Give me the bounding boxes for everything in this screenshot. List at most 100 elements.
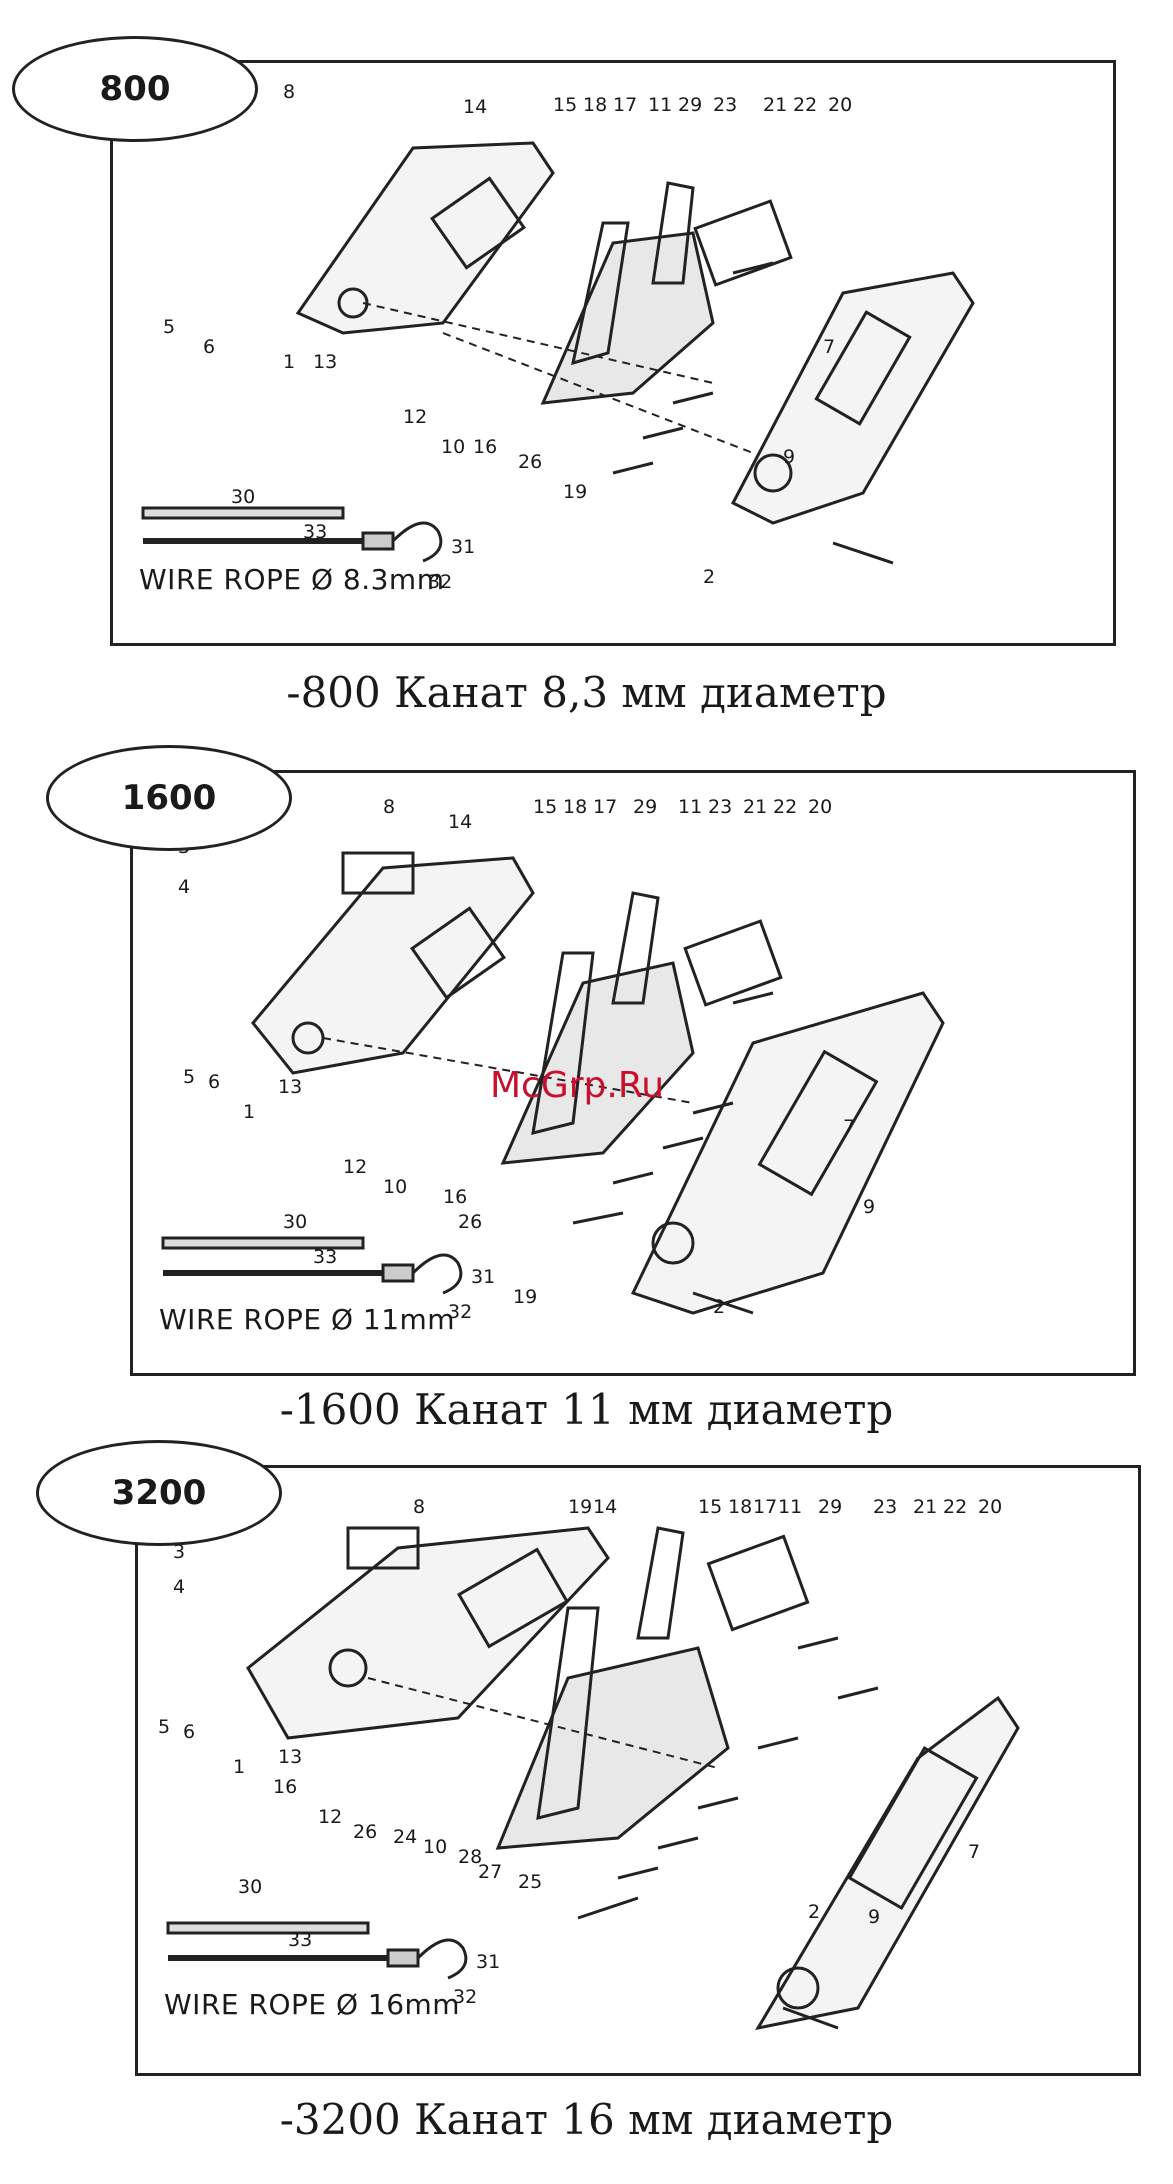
svg-text:5: 5 — [183, 1066, 195, 1088]
svg-text:17: 17 — [593, 796, 617, 818]
wire-rope-label: WIRE ROPE Ø 11mm — [159, 1303, 456, 1336]
svg-text:11: 11 — [778, 1496, 802, 1518]
caption-1600: -1600 Канат 11 мм диаметр — [279, 1385, 894, 1434]
svg-text:12: 12 — [318, 1806, 342, 1828]
svg-text:21: 21 — [743, 796, 767, 818]
svg-text:19: 19 — [568, 1496, 592, 1518]
watermark: McGrp.Ru — [490, 1065, 665, 1106]
svg-text:22: 22 — [793, 94, 817, 116]
svg-text:16: 16 — [443, 1186, 467, 1208]
svg-text:18: 18 — [583, 94, 607, 116]
svg-text:29: 29 — [678, 94, 702, 116]
svg-text:33: 33 — [303, 521, 327, 543]
svg-text:6: 6 — [183, 1721, 195, 1743]
svg-text:14: 14 — [463, 96, 487, 118]
svg-text:31: 31 — [471, 1266, 495, 1288]
svg-text:17: 17 — [753, 1496, 777, 1518]
svg-text:5: 5 — [158, 1716, 170, 1738]
svg-text:21: 21 — [763, 94, 787, 116]
svg-text:26: 26 — [353, 1821, 377, 1843]
svg-text:33: 33 — [288, 1929, 312, 1951]
svg-text:7: 7 — [843, 1116, 855, 1138]
svg-text:31: 31 — [476, 1951, 500, 1973]
svg-text:12: 12 — [343, 1156, 367, 1178]
svg-text:9: 9 — [783, 446, 795, 468]
svg-text:10: 10 — [441, 436, 465, 458]
wire-rope-label: WIRE ROPE Ø 8.3mm — [139, 563, 445, 596]
svg-text:30: 30 — [283, 1211, 307, 1233]
svg-text:33: 33 — [313, 1246, 337, 1268]
svg-text:23: 23 — [873, 1496, 897, 1518]
svg-text:22: 22 — [773, 796, 797, 818]
wire-rope-label: WIRE ROPE Ø 16mm — [164, 1988, 461, 2021]
svg-text:12: 12 — [403, 406, 427, 428]
svg-text:2: 2 — [703, 566, 715, 588]
svg-text:30: 30 — [238, 1876, 262, 1898]
svg-text:26: 26 — [518, 451, 542, 473]
svg-text:1: 1 — [283, 351, 295, 373]
svg-text:11: 11 — [648, 94, 672, 116]
svg-text:2: 2 — [713, 1296, 725, 1318]
svg-text:15: 15 — [698, 1496, 722, 1518]
svg-text:10: 10 — [423, 1836, 447, 1858]
svg-text:14: 14 — [593, 1496, 617, 1518]
svg-text:28: 28 — [458, 1846, 482, 1868]
svg-text:29: 29 — [633, 796, 657, 818]
svg-text:14: 14 — [448, 811, 472, 833]
svg-text:32: 32 — [428, 571, 452, 593]
svg-text:7: 7 — [968, 1841, 980, 1863]
svg-text:1: 1 — [233, 1756, 245, 1778]
svg-text:30: 30 — [231, 486, 255, 508]
svg-text:22: 22 — [943, 1496, 967, 1518]
svg-text:21: 21 — [913, 1496, 937, 1518]
svg-text:25: 25 — [518, 1871, 542, 1893]
svg-text:8: 8 — [383, 796, 395, 818]
svg-text:23: 23 — [713, 94, 737, 116]
svg-text:32: 32 — [448, 1301, 472, 1323]
svg-text:4: 4 — [178, 876, 190, 898]
model-badge-3200: 3200 — [36, 1440, 282, 1546]
caption-3200: -3200 Канат 16 мм диаметр — [279, 2095, 894, 2144]
model-badge-800: 800 — [12, 36, 258, 142]
svg-text:23: 23 — [708, 796, 732, 818]
svg-text:27: 27 — [478, 1861, 502, 1883]
svg-text:13: 13 — [313, 351, 337, 373]
svg-text:4: 4 — [173, 1576, 185, 1598]
svg-text:2: 2 — [808, 1901, 820, 1923]
caption-800: -800 Канат 8,3 мм диаметр — [286, 668, 887, 717]
svg-text:7: 7 — [823, 336, 835, 358]
svg-text:24: 24 — [393, 1826, 417, 1848]
svg-text:16: 16 — [473, 436, 497, 458]
svg-text:10: 10 — [383, 1176, 407, 1198]
svg-text:17: 17 — [613, 94, 637, 116]
svg-text:20: 20 — [978, 1496, 1002, 1518]
svg-text:8: 8 — [413, 1496, 425, 1518]
svg-text:19: 19 — [563, 481, 587, 503]
svg-text:13: 13 — [278, 1076, 302, 1098]
svg-text:13: 13 — [278, 1746, 302, 1768]
svg-text:31: 31 — [451, 536, 475, 558]
svg-text:18: 18 — [728, 1496, 752, 1518]
svg-text:32: 32 — [453, 1986, 477, 2008]
svg-text:1: 1 — [243, 1101, 255, 1123]
svg-text:26: 26 — [458, 1211, 482, 1233]
svg-text:3: 3 — [173, 1541, 185, 1563]
svg-text:20: 20 — [808, 796, 832, 818]
svg-text:19: 19 — [513, 1286, 537, 1308]
svg-text:11: 11 — [678, 796, 702, 818]
model-badge-1600: 1600 — [46, 745, 292, 851]
svg-text:16: 16 — [273, 1776, 297, 1798]
svg-text:9: 9 — [868, 1906, 880, 1928]
svg-text:15: 15 — [533, 796, 557, 818]
svg-text:8: 8 — [283, 81, 295, 103]
svg-text:15: 15 — [553, 94, 577, 116]
